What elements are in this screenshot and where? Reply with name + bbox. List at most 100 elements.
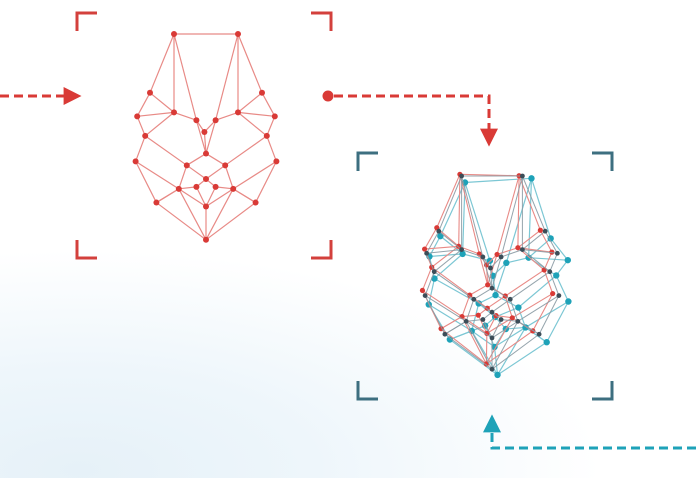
landmark-point [480,317,486,322]
landmark-point [494,251,500,258]
landmark-point [547,235,554,242]
landmark-point [437,232,444,240]
source-frame-brackets [75,11,333,260]
landmark-point [235,109,241,116]
landmark-point [459,247,464,253]
mesh-edge [506,257,529,264]
mesh-edge [439,235,463,255]
mesh-edge [461,314,479,318]
mesh-edge [436,174,461,228]
mesh-edge [433,271,475,300]
landmark-point [446,336,454,343]
landmark-point [422,246,428,252]
mesh-edge [462,253,491,262]
landmark-point [475,312,481,318]
mesh-edge [438,230,462,250]
landmark-point [503,259,510,267]
landmark-point [515,304,522,311]
mesh-edge [482,319,493,339]
landmark-point [459,250,466,258]
mesh-edge [465,321,493,370]
mesh-edge [500,175,523,258]
mesh-edge [431,266,471,296]
mesh-edge [224,165,234,190]
landmark-point [509,315,515,321]
mesh-edge [543,269,554,294]
landmark-point [252,199,259,206]
mesh-edge [509,299,519,322]
mesh-edge [434,253,463,280]
bracket-bottom-left-2 [356,381,378,401]
mesh-edge [549,271,560,296]
mesh-edge [424,271,435,296]
mesh-edge [494,262,507,296]
mesh-edge [237,111,268,137]
landmark-point [431,275,438,282]
mesh-edge [135,161,157,203]
mesh-edge [522,249,558,254]
mesh-edge [491,256,502,289]
landmark-point [459,173,464,179]
mesh-edge [517,175,520,248]
face-landmark-mesh-icon [132,31,280,243]
landmark-point [554,250,560,256]
face-landmark-overlay-icon [419,171,572,379]
landmark-point [193,117,200,124]
mesh-edge [186,153,207,166]
mesh-edge [490,256,502,269]
mesh-edge [440,316,463,330]
mesh-edge [477,314,488,334]
landmark-point [564,256,571,264]
mesh-edge [491,298,511,313]
landmark-point [507,296,513,302]
mesh-edge [156,202,207,241]
bracket-top-left [75,11,97,31]
mesh-edge [424,245,459,250]
mesh-edge [237,111,275,117]
mesh-edge [473,287,493,300]
mesh-edge [205,202,256,241]
landmark-point [542,228,548,234]
landmark-point [171,109,177,116]
mesh-edge [538,295,560,335]
mesh-edge [135,160,180,190]
mesh-edge [449,339,498,376]
mesh-edge [497,327,527,376]
mesh-edge [473,298,493,313]
mesh-edge [205,188,234,241]
mesh-edge [444,333,493,370]
mesh-edge [428,303,473,332]
mesh-edge [424,295,446,335]
mesh-edge [215,33,239,121]
landmark-point [537,227,543,233]
landmark-point [171,31,177,37]
landmark-point [203,203,209,210]
mesh-edge [255,161,277,203]
mesh-edge [501,319,518,322]
mesh-edge [505,326,526,330]
mesh-edge [522,249,551,273]
mesh-edge [195,120,207,154]
mesh-edge [444,320,467,335]
landmark-point [550,290,556,297]
mesh-edge [500,249,523,258]
landmark-point [528,175,535,182]
mesh-edge [459,173,520,177]
landmark-point [471,296,477,302]
mesh-edge [232,188,256,204]
mesh-edge [205,120,217,154]
mesh-edge [261,92,276,117]
landmark-point [153,199,160,206]
mesh-edge [178,188,207,207]
mesh-edge [144,111,175,137]
landmark-point [488,265,493,271]
mesh-edge [464,182,491,261]
landmark-point [263,132,270,139]
mesh-edge [478,253,489,285]
mesh-edge [528,237,552,259]
landmark-point [222,162,229,169]
mesh-edge [492,275,497,296]
landmark-point [489,285,495,291]
landmark-point [203,236,209,243]
